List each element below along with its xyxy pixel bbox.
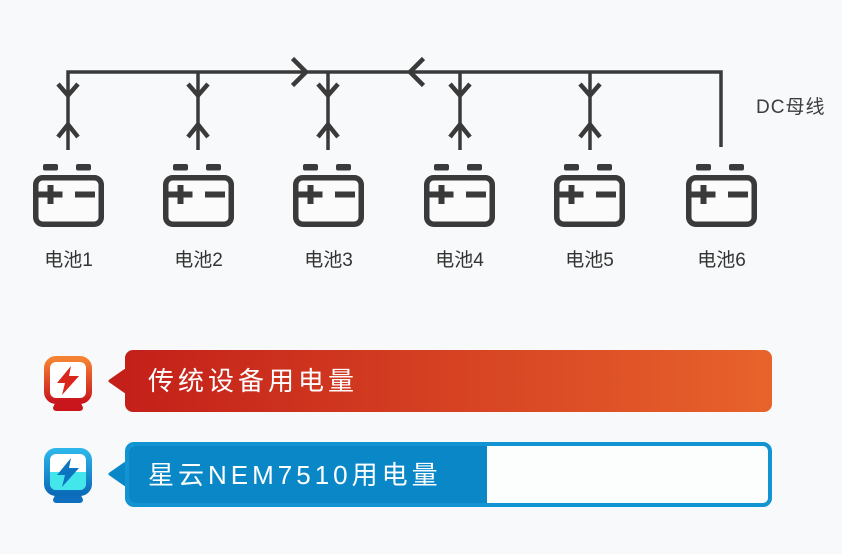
battery-icon [686,164,757,227]
arrow-left-icon [406,56,426,88]
dc-bus-wiring [56,56,723,150]
battery-icon [33,164,104,227]
nebula-power-bar-label: 星云NEM7510用电量 [148,460,442,490]
battery-1: 电池1 [33,164,104,272]
arrow-down-icon [578,82,602,99]
nebula-power-bar: 星云NEM7510用电量 [125,442,772,507]
battery-label: 电池2 [174,250,223,271]
battery-icon [424,164,495,227]
arrow-up-icon [186,120,210,139]
battery-icon [554,164,625,227]
battery-2: 电池2 [163,164,234,272]
battery-label: 电池5 [565,250,614,271]
arrow-up-icon [448,120,472,139]
arrow-down-icon [316,82,340,99]
battery-label: 电池6 [697,250,746,271]
arrow-down-icon [448,82,472,99]
power-meter-blue-icon [44,448,92,503]
nebula-power-bar-fill [129,446,487,503]
battery-icon [163,164,234,227]
battery-label: 电池3 [304,250,353,271]
arrow-up-icon [56,120,80,139]
battery-6: 电池6 [686,164,757,272]
arrow-up-icon [578,120,602,139]
arrow-down-icon [186,82,210,99]
red-bar-pointer-icon [108,369,125,393]
dc-bus-label: DC母线 [756,97,826,118]
power-meter-red-icon [44,356,92,411]
traditional-power-bar-label: 传统设备用电量 [148,366,359,396]
lightning-bolt-icon [57,458,79,487]
arrow-right-icon [290,56,310,88]
lightning-bolt-icon [57,366,79,395]
battery-label: 电池1 [44,250,93,271]
flow-arrow-icons [56,56,602,139]
battery-icon [293,164,364,227]
traditional-power-bar: 传统设备用电量 [125,350,772,412]
battery-4: 电池4 [424,164,495,272]
blue-bar-pointer-icon [108,462,125,486]
battery-5: 电池5 [554,164,625,272]
battery-3: 电池3 [293,164,364,272]
arrow-down-icon [56,82,80,99]
dc-bus-line [66,70,723,150]
battery-label: 电池4 [435,250,484,271]
arrow-up-icon [316,120,340,139]
